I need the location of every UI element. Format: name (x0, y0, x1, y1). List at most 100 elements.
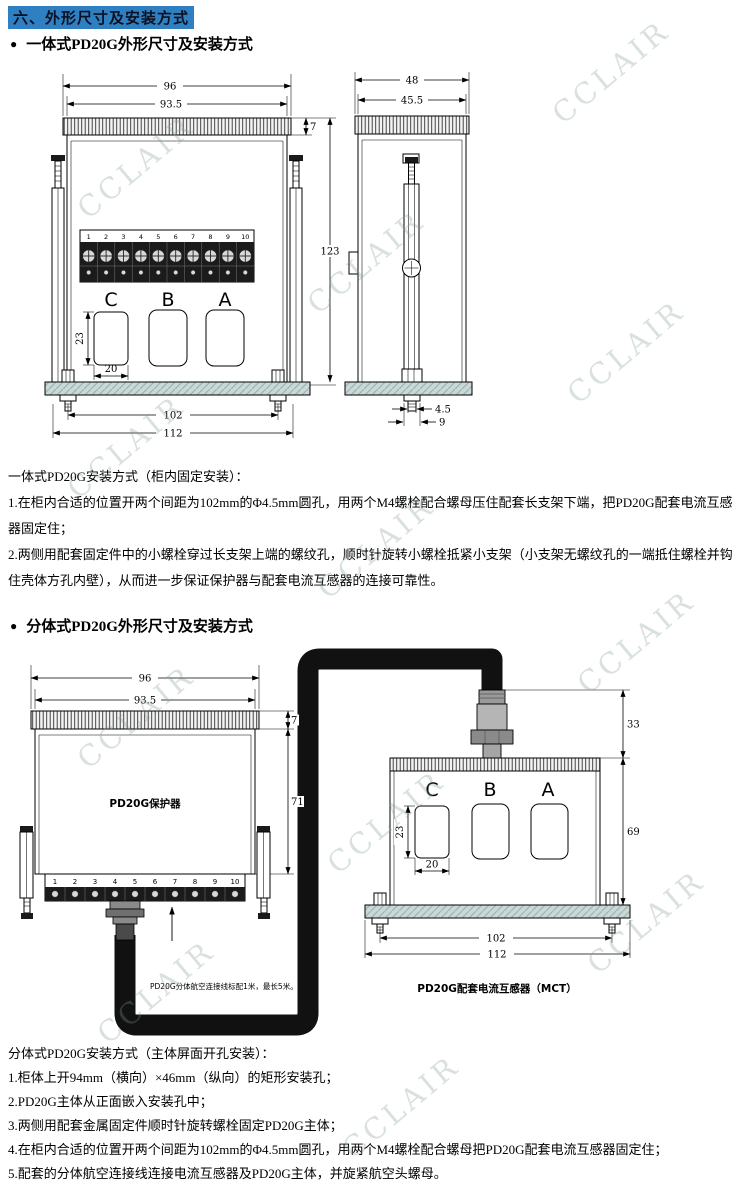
dim-front-height: 123 (320, 247, 339, 258)
terminal-number: 2 (73, 878, 77, 886)
dim-front-width-outer: 96 (164, 82, 177, 93)
protector-terminal-strip: 1 2 3 4 5 6 7 8 9 10 (44, 873, 246, 902)
heading-split-label: 分体式PD20G外形尺寸及安装方式 (26, 619, 253, 635)
terminal-number: 4 (113, 878, 118, 886)
aviation-plug (105, 900, 145, 941)
install-step: 5.配套的分体航空连接线连接电流互感器及PD20G主体，并旋紧航空头螺母。 (8, 1166, 447, 1181)
integrated-front-view: 96 93.5 7 123 (44, 74, 345, 440)
protector-enclosure (34, 728, 256, 875)
side-bracket-rail (402, 157, 421, 383)
ct-window-b (148, 309, 188, 367)
phase-label-b: B (161, 289, 174, 311)
terminal-number: 5 (156, 233, 160, 241)
dim-window-width: 20 (105, 364, 118, 375)
terminal-number: 1 (53, 878, 57, 886)
ct-label: PD20G配套电流互感器（MCT） (417, 982, 576, 995)
section-title: 六、外形尺寸及安装方式 (8, 6, 195, 29)
heading-split: ● 分体式PD20G外形尺寸及安装方式 (10, 615, 253, 636)
terminal-number: 6 (174, 233, 178, 241)
split-install-section: 分体式PD20G安装方式（主体屏面开孔安装）： 1.柜体上开94mm（横向）×4… (8, 1042, 742, 1186)
terminal-strip: 1 2 3 4 5 6 7 8 9 10 (79, 229, 255, 283)
side-top-cap (354, 115, 470, 135)
dim-protector-lip: 7 (291, 716, 297, 727)
terminal-number: 5 (133, 878, 137, 886)
install-title: 分体式PD20G安装方式（主体屏面开孔安装）： (8, 1046, 275, 1061)
dim-hole-span: 102 (163, 411, 182, 422)
dim-protector-width-outer: 96 (139, 674, 152, 685)
phase-label-a: A (219, 289, 232, 311)
terminal-number: 4 (139, 233, 143, 241)
terminal-number: 7 (191, 233, 195, 241)
terminal-number: 6 (153, 878, 158, 886)
ct-window-c (93, 311, 129, 366)
cable-note: PD20G分体航空连接线标配1米，最长5米。 (150, 981, 298, 991)
phase-label-a: A (542, 779, 555, 801)
dim-base-width: 112 (487, 950, 506, 961)
side-base-plate (344, 381, 473, 396)
install-step: 1.在柜内合适的位置开两个间距为102mm的Φ4.5mm圆孔，用两个M4螺栓配合… (8, 495, 733, 536)
install-step: 4.在柜内合适的位置开两个间距为102mm的Φ4.5mm圆孔，用两个M4螺栓配合… (8, 1142, 668, 1157)
phase-label-b: B (483, 779, 496, 801)
terminal-number: 9 (213, 878, 217, 886)
ct-base-plate (364, 904, 631, 919)
protector-bracket-right (256, 826, 271, 919)
mounting-base-plate (44, 381, 311, 396)
dim-window-height: 23 (75, 332, 86, 345)
heading-integrated: ● 一体式PD20G外形尺寸及安装方式 (10, 33, 253, 54)
terminal-number: 9 (226, 233, 230, 241)
install-step: 2.PD20G主体从正面嵌入安装孔中； (8, 1094, 213, 1109)
terminal-number: 10 (231, 878, 240, 886)
install-step: 2.两侧用配套固定件中的小螺栓穿过长支架上端的螺纹孔，顺时针旋转小螺栓抵紧小支架… (8, 547, 733, 588)
dim-foot-base: 9 (439, 418, 445, 429)
dim-side-width-inner: 45.5 (401, 96, 423, 107)
terminal-number: 3 (121, 233, 125, 241)
integrated-install-section: 一体式PD20G安装方式（柜内固定安装）： 1.在柜内合适的位置开两个间距为10… (8, 464, 742, 594)
dim-protector-body: 71 (291, 797, 304, 808)
terminal-number: 7 (173, 878, 177, 886)
dim-base-width: 112 (163, 429, 182, 440)
dim-hole-span: 102 (486, 934, 505, 945)
integrated-side-view: 48 45.5 (344, 72, 473, 429)
terminal-number: 10 (241, 233, 249, 241)
dim-front-lip: 7 (310, 122, 316, 133)
dim-foot: 4.5 (435, 405, 451, 416)
right-mounting-bracket (289, 155, 303, 383)
install-step: 1.柜体上开94mm（横向）×46mm（纵向）的矩形安装孔； (8, 1070, 339, 1085)
side-tab (348, 251, 359, 275)
terminal-number: 1 (87, 233, 91, 241)
dim-window-width: 20 (426, 860, 439, 871)
ct-window-c (414, 805, 450, 859)
side-center-bolt (401, 368, 423, 412)
split-dimension-drawing: 96 93.5 7 71 PD20G保护器 (19, 648, 640, 1036)
left-mounting-bracket (51, 155, 65, 383)
protector-bracket-left (19, 826, 34, 919)
install-title: 一体式PD20G安装方式（柜内固定安装）： (8, 469, 249, 484)
ct-window-b (471, 803, 510, 860)
bullet-icon: ● (10, 618, 18, 633)
dim-protector-width-inner: 93.5 (134, 696, 156, 707)
phase-label-c: C (104, 289, 117, 311)
split-ct-view: 33 69 C B A 23 20 (364, 689, 640, 995)
bullet-icon: ● (10, 36, 18, 51)
install-step: 3.两侧用配套金属固定件顺时针旋转螺栓固定PD20G主体； (8, 1118, 343, 1133)
terminal-number: 2 (104, 233, 108, 241)
terminal-number: 8 (208, 233, 212, 241)
front-top-cap (62, 117, 292, 136)
dim-front-width-inner: 93.5 (160, 100, 182, 111)
terminal-number: 8 (193, 878, 197, 886)
dim-window-height: 23 (395, 826, 406, 839)
protector-label: PD20G保护器 (109, 797, 181, 810)
dim-ct-body: 69 (627, 827, 640, 838)
phase-label-c: C (425, 779, 438, 801)
dim-ct-plug: 33 (627, 720, 640, 731)
ct-aviation-connector (470, 689, 514, 759)
ct-window-a (205, 309, 245, 367)
aviation-cable (114, 648, 503, 1036)
heading-integrated-label: 一体式PD20G外形尺寸及安装方式 (26, 37, 253, 53)
integrated-dimension-drawing: 96 93.5 7 123 (44, 72, 473, 440)
dim-side-width-outer: 48 (406, 76, 419, 87)
terminal-number: 3 (93, 878, 97, 886)
protector-top-cap (30, 710, 260, 730)
ct-window-a (530, 803, 569, 860)
